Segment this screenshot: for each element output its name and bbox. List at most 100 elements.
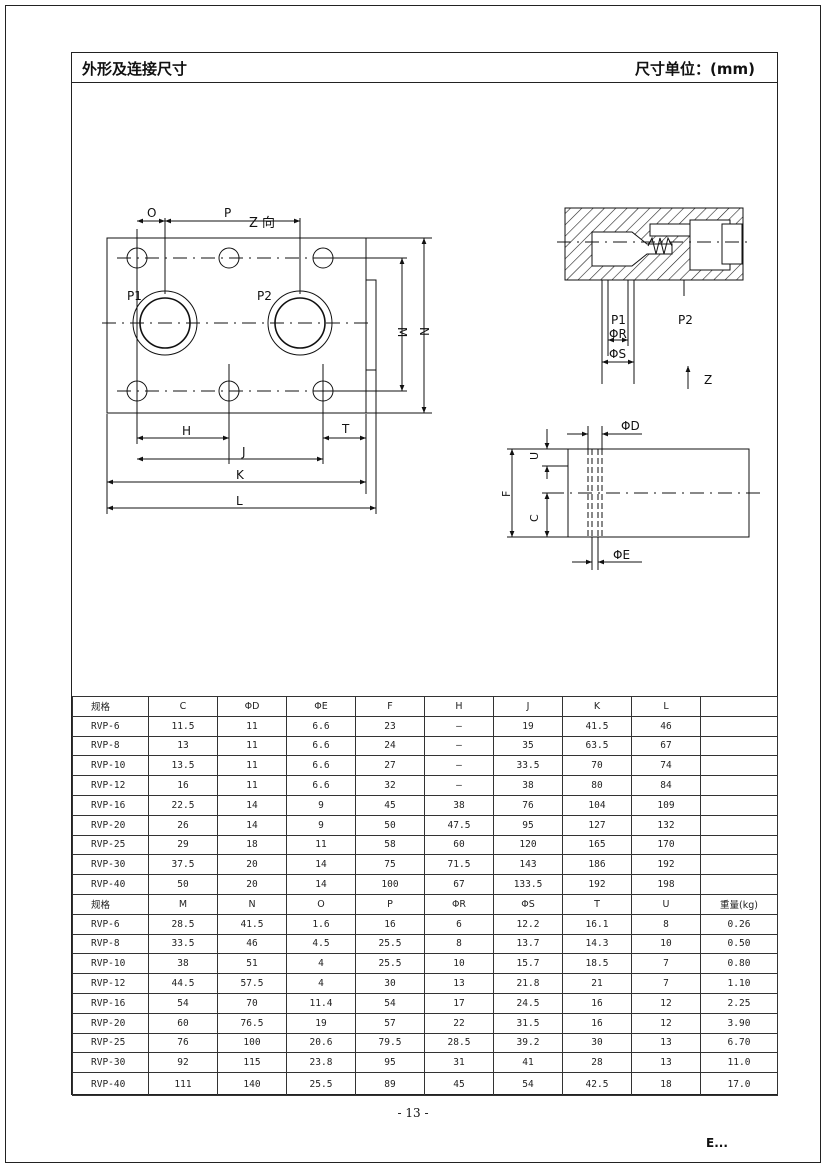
column-header: J xyxy=(493,696,563,717)
table-cell: 32 xyxy=(355,775,425,796)
table-cell: — xyxy=(424,775,494,796)
table-cell: RVP-12 xyxy=(72,973,149,994)
table-cell: 21 xyxy=(562,973,632,994)
table-cell: 84 xyxy=(631,775,701,796)
table-cell xyxy=(700,715,778,737)
table-cell: — xyxy=(424,755,494,777)
table-cell xyxy=(700,854,778,876)
column-header: F xyxy=(355,696,425,717)
table-cell: 16 xyxy=(355,913,425,935)
table-cell: 17.0 xyxy=(700,1072,778,1097)
table-cell: 54 xyxy=(355,992,425,1014)
column-header: H xyxy=(424,696,494,717)
table-cell: 11 xyxy=(286,834,356,856)
table-cell: 16 xyxy=(562,992,632,1014)
table-cell: 89 xyxy=(355,1072,425,1097)
table-cell: 11.5 xyxy=(148,715,218,737)
table-cell: 192 xyxy=(562,874,632,895)
table-cell: 33.5 xyxy=(148,933,218,955)
dim-l: L xyxy=(236,494,243,508)
table-cell: 186 xyxy=(562,854,632,876)
table-cell: 143 xyxy=(493,854,563,876)
table-cell xyxy=(700,814,778,836)
table-cell: 25.5 xyxy=(286,1072,356,1097)
port-p1-label: P1 xyxy=(127,289,142,303)
table-cell: 6.6 xyxy=(286,715,356,737)
table-cell: 165 xyxy=(562,834,632,856)
table-cell xyxy=(700,834,778,856)
table-cell: 26 xyxy=(148,814,218,836)
table-cell xyxy=(700,794,778,816)
table-cell: 38 xyxy=(493,775,563,796)
table-cell: 111 xyxy=(148,1072,218,1097)
table-cell: 67 xyxy=(424,874,494,895)
table-cell: 75 xyxy=(355,854,425,876)
table-cell: 13 xyxy=(148,735,218,757)
table-cell: 10 xyxy=(631,933,701,955)
table-cell: 8 xyxy=(424,933,494,955)
dim-j: J xyxy=(241,445,246,459)
table-cell: 39.2 xyxy=(493,1032,563,1054)
table-cell: 0.80 xyxy=(700,953,778,975)
table-cell: 41 xyxy=(493,1052,563,1074)
table-cell xyxy=(700,775,778,796)
table-cell: 192 xyxy=(631,854,701,876)
table-cell: 20 xyxy=(217,854,287,876)
table-cell: 22 xyxy=(424,1012,494,1034)
column-header: 规格 xyxy=(72,696,149,717)
table-cell: 10 xyxy=(424,953,494,975)
table-cell: 45 xyxy=(355,794,425,816)
table-cell: 19 xyxy=(493,715,563,737)
table-cell: 18 xyxy=(631,1072,701,1097)
table-cell: 17 xyxy=(424,992,494,1014)
table-cell: 41.5 xyxy=(217,913,287,935)
table-cell: 100 xyxy=(355,874,425,895)
column-header: K xyxy=(562,696,632,717)
side-phi-d: ΦD xyxy=(621,419,640,433)
technical-drawing: Z 向 O P P1 P2 M N H J T K L P1 ΦR ΦS P2 … xyxy=(102,206,762,570)
table-cell: 100 xyxy=(217,1032,287,1054)
side-dim-f: F xyxy=(500,491,513,497)
table-cell: 23.8 xyxy=(286,1052,356,1074)
table-cell: 6.6 xyxy=(286,775,356,796)
dim-n: N xyxy=(417,327,431,336)
section-view xyxy=(557,207,752,389)
table-cell: 50 xyxy=(355,814,425,836)
page-number: - 13 - xyxy=(397,1106,429,1120)
column-header: ΦR xyxy=(424,893,494,915)
column-header: O xyxy=(286,893,356,915)
table-cell: 42.5 xyxy=(562,1072,632,1097)
section-title: 外形及连接尺寸 xyxy=(82,60,188,78)
section-phi-s: ΦS xyxy=(609,347,626,361)
table-cell: 104 xyxy=(562,794,632,816)
table-cell: RVP-25 xyxy=(72,834,149,856)
table-cell: 41.5 xyxy=(562,715,632,737)
table-cell: 11 xyxy=(217,775,287,796)
table-cell: 7 xyxy=(631,953,701,975)
table-cell: 28 xyxy=(562,1052,632,1074)
column-header: ΦS xyxy=(493,893,563,915)
table-cell: 14 xyxy=(217,814,287,836)
table-cell: 67 xyxy=(631,735,701,757)
column-header: M xyxy=(148,893,218,915)
table-cell: 18.5 xyxy=(562,953,632,975)
table-cell: 3.90 xyxy=(700,1012,778,1034)
table-cell: 19 xyxy=(286,1012,356,1034)
table-cell: 76 xyxy=(148,1032,218,1054)
table-cell: 14 xyxy=(286,874,356,895)
table-cell: RVP-40 xyxy=(72,1072,149,1097)
table-cell: RVP-10 xyxy=(72,953,149,975)
table-cell: 38 xyxy=(424,794,494,816)
table-cell: 6 xyxy=(424,913,494,935)
table-cell: RVP-12 xyxy=(72,775,149,796)
table-cell: 13.7 xyxy=(493,933,563,955)
table-cell: 76 xyxy=(493,794,563,816)
side-view xyxy=(507,426,762,570)
